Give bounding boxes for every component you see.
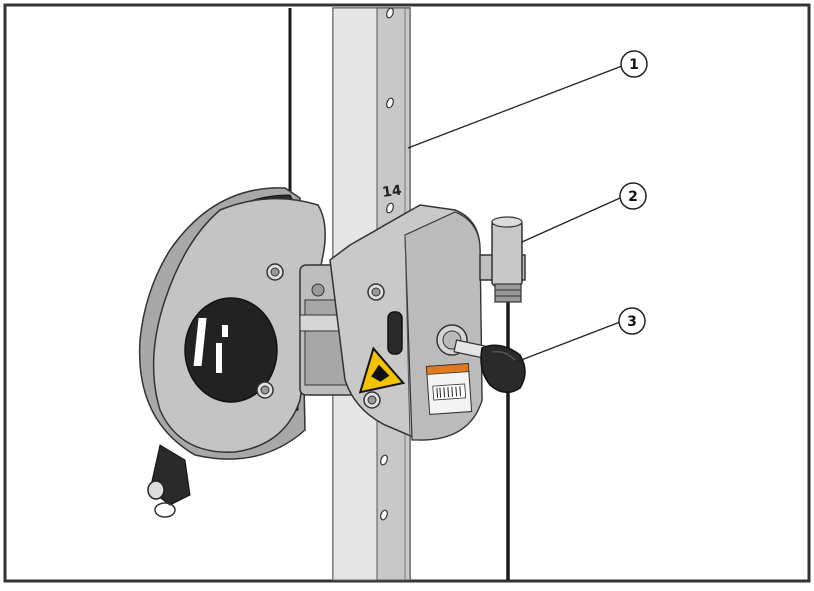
pulley-housing [138,187,326,460]
callout-1-leader [407,65,623,149]
callout-2-leader [521,197,621,243]
callout-3-leader [515,321,621,363]
locking-pin [453,339,526,394]
logo-icon [193,318,228,373]
callout-3-number: 3 [627,314,637,330]
warning-triangle-icon [358,346,406,394]
callout-2-number: 2 [628,189,638,205]
callout-1: 1 [620,50,648,78]
pin-knob [480,344,526,394]
upright-hole-number: 14 [381,182,403,201]
carriage-body [329,204,483,441]
product-label [425,363,473,415]
logo-badge [184,297,278,403]
cable-guide [479,216,526,303]
callout-3: 3 [618,307,646,335]
callout-2: 2 [619,182,647,210]
hook-clip [147,444,191,518]
carriage-slot [387,311,403,355]
callout-1-number: 1 [629,57,639,73]
